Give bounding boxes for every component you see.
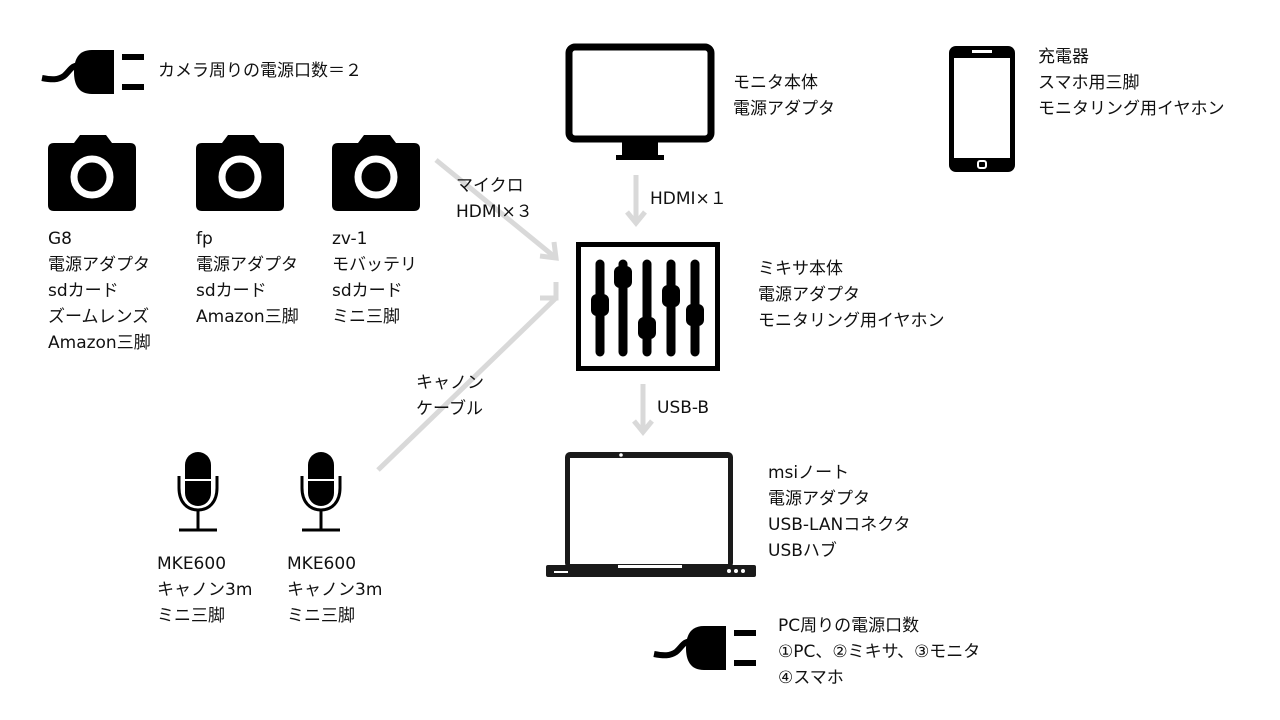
mixer-arrow-label: USB-B <box>657 398 710 418</box>
mixer-details: ミキサ本体 電源アダプタ モニタリング用イヤホン <box>758 256 945 334</box>
microphone-icon <box>177 452 219 532</box>
mixer-line: ミキサ本体 <box>758 259 843 279</box>
arrow-mixer-to-pc <box>632 384 654 436</box>
laptop-line: msiノート <box>768 463 850 483</box>
mic-1-line: ミニ三脚 <box>157 606 225 626</box>
monitor-line: モニタ本体 <box>733 73 818 93</box>
mixer-line: モニタリング用イヤホン <box>758 311 945 331</box>
arrow-camera-to-mixer <box>434 158 559 261</box>
arrow-label-line: マイクロ <box>456 176 524 196</box>
camera-icon <box>196 135 284 211</box>
smartphone-icon <box>949 46 1015 172</box>
camera-2-details: fp 電源アダプタ sdカード Amazon三脚 <box>196 226 299 330</box>
monitor-line: 電源アダプタ <box>733 99 835 119</box>
camera-3-line: ミニ三脚 <box>332 307 400 327</box>
camera-1-line: ズームレンズ <box>48 307 150 327</box>
mic-arrow-label: キャノン ケーブル <box>416 370 484 422</box>
camera-3-line: モバッテリ <box>332 255 417 275</box>
camera-3-line: sdカード <box>332 281 403 301</box>
camera-3-line: zv-1 <box>332 229 368 249</box>
mic-1-line: MKE600 <box>157 554 227 574</box>
phone-line: スマホ用三脚 <box>1038 73 1140 93</box>
laptop-icon <box>546 452 756 577</box>
laptop-line: 電源アダプタ <box>768 489 870 509</box>
arrow-mic-to-mixer <box>376 282 559 472</box>
camera-3-details: zv-1 モバッテリ sdカード ミニ三脚 <box>332 226 417 330</box>
camera-arrow-label: マイクロ HDMI×３ <box>456 173 533 225</box>
camera-1-details: G8 電源アダプタ sdカード ズームレンズ Amazon三脚 <box>48 226 151 356</box>
mic-1-details: MKE600 キャノン3m ミニ三脚 <box>157 551 252 629</box>
mic-2-line: ミニ三脚 <box>287 606 355 626</box>
camera-2-line: sdカード <box>196 281 267 301</box>
camera-1-line: 電源アダプタ <box>48 255 150 275</box>
camera-1-line: Amazon三脚 <box>48 333 151 353</box>
pc-power-line: ④スマホ <box>778 668 844 688</box>
mixer-line: 電源アダプタ <box>758 285 860 305</box>
camera-2-line: Amazon三脚 <box>196 307 299 327</box>
phone-line: モニタリング用イヤホン <box>1038 99 1225 119</box>
power-plug-icon <box>653 626 756 670</box>
arrow-label-line: HDMI×３ <box>456 202 533 222</box>
camera-1-line: sdカード <box>48 281 119 301</box>
camera-2-line: 電源アダプタ <box>196 255 298 275</box>
camera-power-label: カメラ周りの電源口数＝２ <box>158 61 362 81</box>
pc-power-line: ①PC、②ミキサ、③モニタ <box>778 642 981 662</box>
phone-line: 充電器 <box>1038 47 1089 67</box>
microphone-icon <box>300 452 342 532</box>
camera-icon <box>332 135 420 211</box>
pc-power-details: PC周りの電源口数 ①PC、②ミキサ、③モニタ ④スマホ <box>778 613 980 691</box>
laptop-details: msiノート 電源アダプタ USB-LANコネクタ USBハブ <box>768 460 911 564</box>
mixer-sliders-icon <box>576 242 720 371</box>
monitor-icon <box>565 43 715 160</box>
monitor-details: モニタ本体 電源アダプタ <box>733 70 835 122</box>
mic-2-details: MKE600 キャノン3m ミニ三脚 <box>287 551 382 629</box>
power-plug-icon <box>41 50 144 94</box>
camera-2-line: fp <box>196 229 213 249</box>
phone-details: 充電器 スマホ用三脚 モニタリング用イヤホン <box>1038 44 1225 122</box>
mic-2-line: MKE600 <box>287 554 357 574</box>
pc-power-line: PC周りの電源口数 <box>778 616 920 636</box>
mic-1-line: キャノン3m <box>157 580 253 600</box>
arrow-label-line: ケーブル <box>416 399 483 419</box>
laptop-line: USB-LANコネクタ <box>768 515 911 535</box>
camera-icon <box>48 135 136 211</box>
monitor-arrow-label: HDMI×１ <box>650 189 727 209</box>
camera-1-line: G8 <box>48 229 72 249</box>
arrow-monitor-to-mixer <box>625 175 647 227</box>
mic-2-line: キャノン3m <box>287 580 383 600</box>
arrow-label-line: キャノン <box>416 373 484 393</box>
laptop-line: USBハブ <box>768 541 837 561</box>
